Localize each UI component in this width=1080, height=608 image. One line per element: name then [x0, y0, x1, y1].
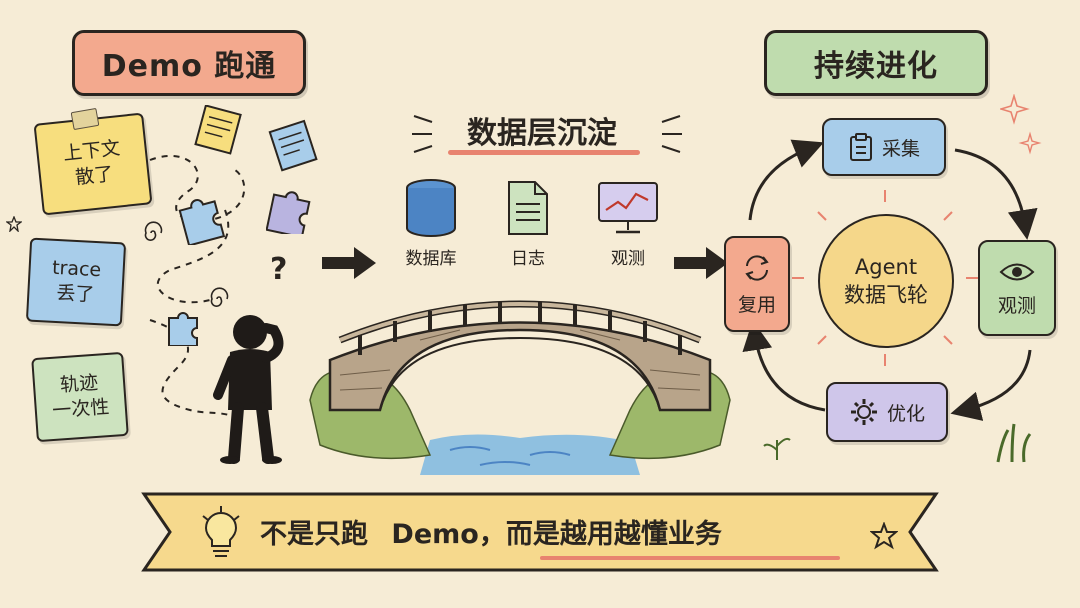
middle-title: 数据层沉淀	[467, 116, 617, 151]
gear-icon	[850, 399, 877, 425]
step-collect-label: 采集	[881, 137, 920, 160]
sticky-note-trajectory: 轨迹 一次性	[31, 351, 129, 443]
paper-icon	[268, 119, 318, 172]
note-trace-text: trace 丢了	[51, 257, 102, 306]
swirl-doodle-icon	[210, 287, 229, 307]
stone-bridge	[309, 300, 731, 475]
banner-part-1: 不是只跑	[260, 519, 368, 550]
database-label: 数据库	[405, 249, 457, 269]
banner-part-3: ，而是越用越懂业务	[478, 519, 722, 550]
banner-underline	[540, 556, 840, 560]
observe-label: 观测	[611, 249, 645, 269]
question-mark: ?	[270, 252, 288, 287]
sticky-note-context: 上下文 散了	[33, 112, 153, 216]
arrow-right-icon	[674, 247, 728, 279]
star-icon	[870, 522, 898, 550]
banner-part-2: Demo	[391, 519, 479, 550]
puzzle-piece-icon	[178, 199, 226, 245]
eye-icon	[999, 263, 1035, 280]
log-document-icon	[508, 181, 548, 235]
right-title-text: 持续进化	[814, 49, 938, 84]
sticky-note-trace: trace 丢了	[25, 237, 127, 327]
paper-icon	[194, 105, 242, 155]
database-icon	[406, 179, 456, 237]
grass-icon	[996, 423, 1032, 463]
left-title-text: Demo 跑通	[101, 49, 277, 84]
grass-icon	[763, 437, 791, 460]
step-optimize: 优化	[826, 382, 948, 442]
log-label: 日志	[511, 249, 545, 269]
step-observe: 观测	[978, 240, 1056, 336]
right-title: 持续进化	[764, 30, 988, 96]
sparkle-lines-left	[412, 115, 433, 153]
step-collect: 采集	[822, 118, 946, 176]
step-reuse: 复用	[724, 236, 790, 332]
scattered-papers	[194, 105, 318, 172]
center-line-1: Agent	[854, 254, 918, 279]
lightbulb-icon	[202, 506, 240, 557]
swirl-doodle-icon	[144, 221, 163, 241]
step-reuse-label: 复用	[737, 293, 776, 316]
arrow-right-icon	[322, 247, 376, 279]
puzzle-piece-icon	[266, 191, 311, 234]
left-title: Demo 跑通	[72, 30, 306, 96]
note-trajectory-text: 轨迹 一次性	[51, 372, 111, 422]
title-underline	[448, 150, 640, 155]
sun-rays	[792, 190, 978, 366]
note-context-text: 上下文 散了	[62, 137, 122, 189]
sparkle-icon	[1000, 94, 1042, 155]
confused-person-icon	[213, 315, 284, 464]
step-optimize-label: 优化	[886, 402, 925, 425]
clipboard-icon	[849, 133, 872, 161]
data-flywheel-center: Agent 数据飞轮	[818, 214, 954, 348]
monitor-chart-icon	[598, 182, 658, 234]
sparkle-lines-right	[661, 115, 682, 153]
step-observe-label: 观测	[997, 294, 1036, 317]
refresh-icon	[745, 254, 769, 281]
center-line-2: 数据飞轮	[844, 283, 928, 307]
cycle-arrows	[742, 139, 1038, 421]
puzzle-piece-icon	[168, 312, 198, 346]
banner-text: 不是只跑 Demo，而是越用越懂业务	[260, 512, 722, 551]
star-doodle-icon	[6, 216, 22, 232]
bottom-banner	[141, 492, 939, 572]
